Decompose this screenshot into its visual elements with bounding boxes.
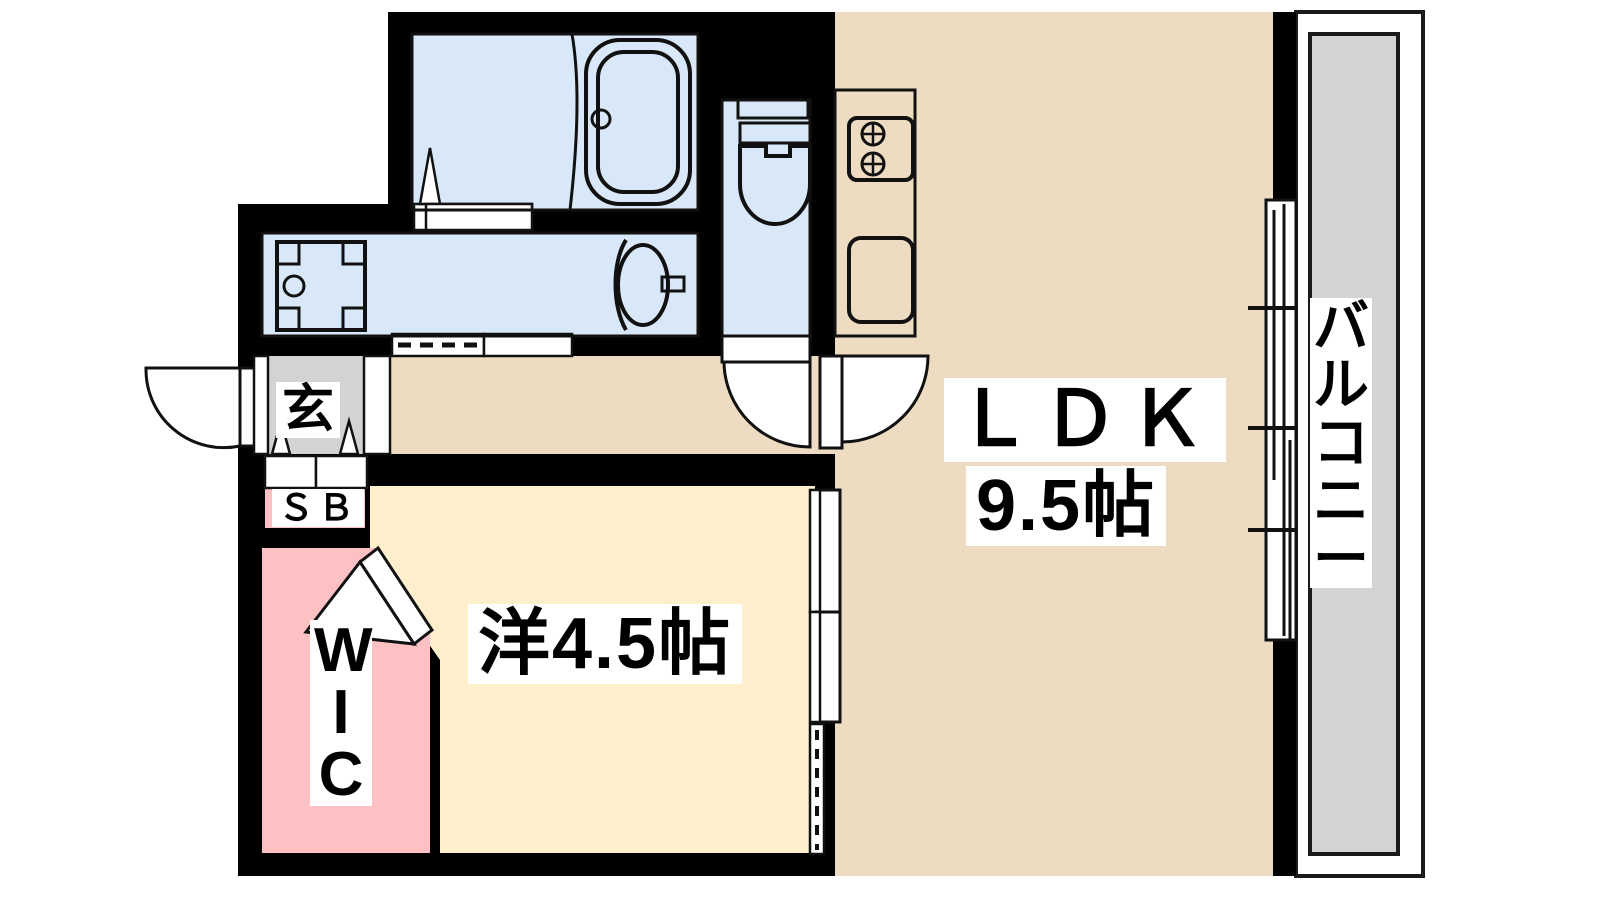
washer-pan-corner-tl xyxy=(275,240,301,266)
bathtub-inner xyxy=(596,50,680,194)
basin-counter-edge xyxy=(613,238,628,332)
wic-label: W I C xyxy=(310,620,373,806)
toilet-door-swing-arc xyxy=(722,360,812,449)
washer-pan-corner-tr xyxy=(341,240,367,266)
entrance-door-swing-arc xyxy=(144,366,242,450)
bath-floor xyxy=(412,34,698,210)
toilet-door[interactable] xyxy=(720,334,812,449)
entrance-door[interactable] xyxy=(144,366,268,450)
washer-pan-corner-br xyxy=(341,306,367,332)
genkan-step-marker-right xyxy=(338,416,360,456)
bathtub-icon xyxy=(568,33,692,211)
balcony-label: バ ル コ ニ ー xyxy=(1310,298,1372,588)
washer-drain xyxy=(282,274,306,298)
bathtub-drain xyxy=(590,108,612,130)
ldk-label: ＬＤＫ xyxy=(944,378,1226,462)
genkan-frame-right xyxy=(362,354,392,456)
room-outlines xyxy=(260,32,917,338)
genkan-label: 玄 xyxy=(276,382,341,438)
gas-stove-two-burner xyxy=(847,116,915,182)
kitchen-outline xyxy=(833,88,917,338)
bedroom-label: 洋4.5帖 xyxy=(468,604,743,684)
ldk-floor-top xyxy=(915,12,1273,90)
stove-burner-upper xyxy=(860,121,886,147)
ldk-door-leaf[interactable] xyxy=(818,354,844,450)
bath-entry-door[interactable] xyxy=(424,202,534,232)
bath-outline xyxy=(410,32,700,212)
bedroom-sliding-door-lower-track xyxy=(808,610,822,724)
balcony-sliding-window[interactable] xyxy=(1248,198,1298,642)
fixtures-group xyxy=(275,33,915,332)
wash-basin-icon xyxy=(613,238,686,332)
genkan-frame-left xyxy=(252,354,270,456)
kitchen-fixtures xyxy=(847,116,915,324)
bathtub-apron xyxy=(568,33,579,211)
shoe-cabinet-door-right[interactable] xyxy=(314,454,369,490)
washroom-outline xyxy=(260,231,700,338)
stove-burner-lower xyxy=(860,151,886,177)
toilet-outline xyxy=(720,98,812,338)
toilet-door-leaf[interactable] xyxy=(720,334,812,364)
ldk-door[interactable] xyxy=(818,354,930,450)
shoebox-label: ＳＢ xyxy=(272,489,365,527)
bathtub-outer xyxy=(584,38,692,206)
basin-faucet xyxy=(660,275,686,293)
washer-pan-corner-bl xyxy=(275,306,301,332)
kitchen-sink xyxy=(847,236,915,324)
balcony-group xyxy=(1294,10,1425,878)
ldk-size-label: 9.5帖 xyxy=(966,466,1167,546)
bedroom-sliding-door-upper-track xyxy=(808,488,822,614)
shoe-cabinet-door-left[interactable] xyxy=(263,454,318,490)
basin-bowl xyxy=(616,243,670,327)
washer-pan-outer xyxy=(275,240,367,332)
washroom-floor xyxy=(262,233,698,336)
washroom-sliding-door-panel-b[interactable] xyxy=(482,332,574,358)
washing-machine-pan-icon xyxy=(275,240,367,332)
ldk-door-swing-arc xyxy=(840,354,930,444)
